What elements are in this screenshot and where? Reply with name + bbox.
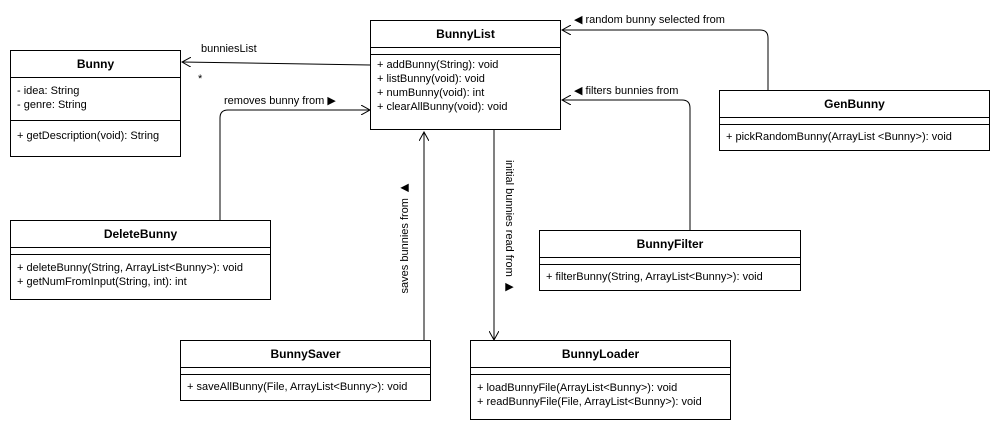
method: + numBunny(void): int [377, 87, 485, 99]
methods-section: + filterBunny(String, ArrayList<Bunny>):… [540, 265, 800, 287]
class-name: BunnyList [371, 21, 560, 48]
class-bunny-filter: BunnyFilter + filterBunny(String, ArrayL… [539, 230, 801, 291]
methods-section: + saveAllBunny(File, ArrayList<Bunny>): … [181, 375, 430, 397]
edge-filters [562, 100, 691, 230]
methods-section: + deleteBunny(String, ArrayList<Bunny>):… [11, 255, 270, 292]
methods-section: + addBunny(String): void + listBunny(voi… [371, 55, 560, 117]
class-gen-bunny: GenBunny + pickRandomBunny(ArrayList <Bu… [719, 90, 990, 151]
method: + getNumFromInput(String, int): int [17, 276, 187, 288]
methods-section: + getDescription(void): String [11, 121, 180, 146]
edge-multiplicity: * [198, 73, 203, 85]
class-bunny-loader: BunnyLoader + loadBunnyFile(ArrayList<Bu… [470, 340, 731, 420]
class-bunny: Bunny - idea: String - genre: String + g… [10, 50, 181, 157]
edge-label-saves: saves bunnies from ▶ [399, 182, 411, 294]
class-bunny-list: BunnyList + addBunny(String): void + lis… [370, 20, 561, 130]
class-name: GenBunny [720, 91, 989, 118]
class-name: Bunny [11, 51, 180, 78]
class-name: BunnySaver [181, 341, 430, 368]
class-name: BunnyLoader [471, 341, 730, 368]
attributes-section [471, 368, 730, 375]
method: + readBunnyFile(File, ArrayList<Bunny>):… [477, 396, 702, 408]
class-delete-bunny: DeleteBunny + deleteBunny(String, ArrayL… [10, 220, 271, 300]
attributes-section [371, 48, 560, 55]
method: + clearAllBunny(void): void [377, 101, 508, 113]
edge-label-filters: ◀ filters bunnies from [574, 85, 679, 97]
method: + listBunny(void): void [377, 73, 485, 85]
class-name: DeleteBunny [11, 221, 270, 248]
method: + filterBunny(String, ArrayList<Bunny>):… [546, 271, 763, 283]
attributes-section [540, 258, 800, 265]
method: + saveAllBunny(File, ArrayList<Bunny>): … [187, 381, 408, 393]
method: + getDescription(void): String [17, 130, 160, 142]
edge-label-initial: initial bunnies read from ▶ [503, 160, 515, 293]
method: + pickRandomBunny(ArrayList <Bunny>): vo… [726, 131, 952, 143]
edge-label-removes: removes bunny from ▶ [224, 95, 336, 107]
class-bunny-saver: BunnySaver + saveAllBunny(File, ArrayLis… [180, 340, 431, 401]
method: + deleteBunny(String, ArrayList<Bunny>):… [17, 262, 243, 274]
attributes-section [181, 368, 430, 375]
class-name: BunnyFilter [540, 231, 800, 258]
methods-section: + pickRandomBunny(ArrayList <Bunny>): vo… [720, 125, 989, 147]
edge-removes [219, 110, 370, 220]
attributes-section [720, 118, 989, 125]
edge-bunnies-list [182, 62, 371, 65]
attributes-section [11, 248, 270, 255]
edge-label-random: ◀ random bunny selected from [574, 14, 725, 26]
attributes-section: - idea: String - genre: String [11, 78, 180, 121]
edge-label-bunnies-list: bunniesList [201, 43, 257, 55]
method: + addBunny(String): void [377, 59, 499, 71]
method: + loadBunnyFile(ArrayList<Bunny>): void [477, 382, 678, 394]
attribute: - genre: String [17, 99, 87, 111]
methods-section: + loadBunnyFile(ArrayList<Bunny>): void … [471, 375, 730, 412]
edge-random [562, 30, 769, 90]
attribute: - idea: String [17, 85, 80, 97]
